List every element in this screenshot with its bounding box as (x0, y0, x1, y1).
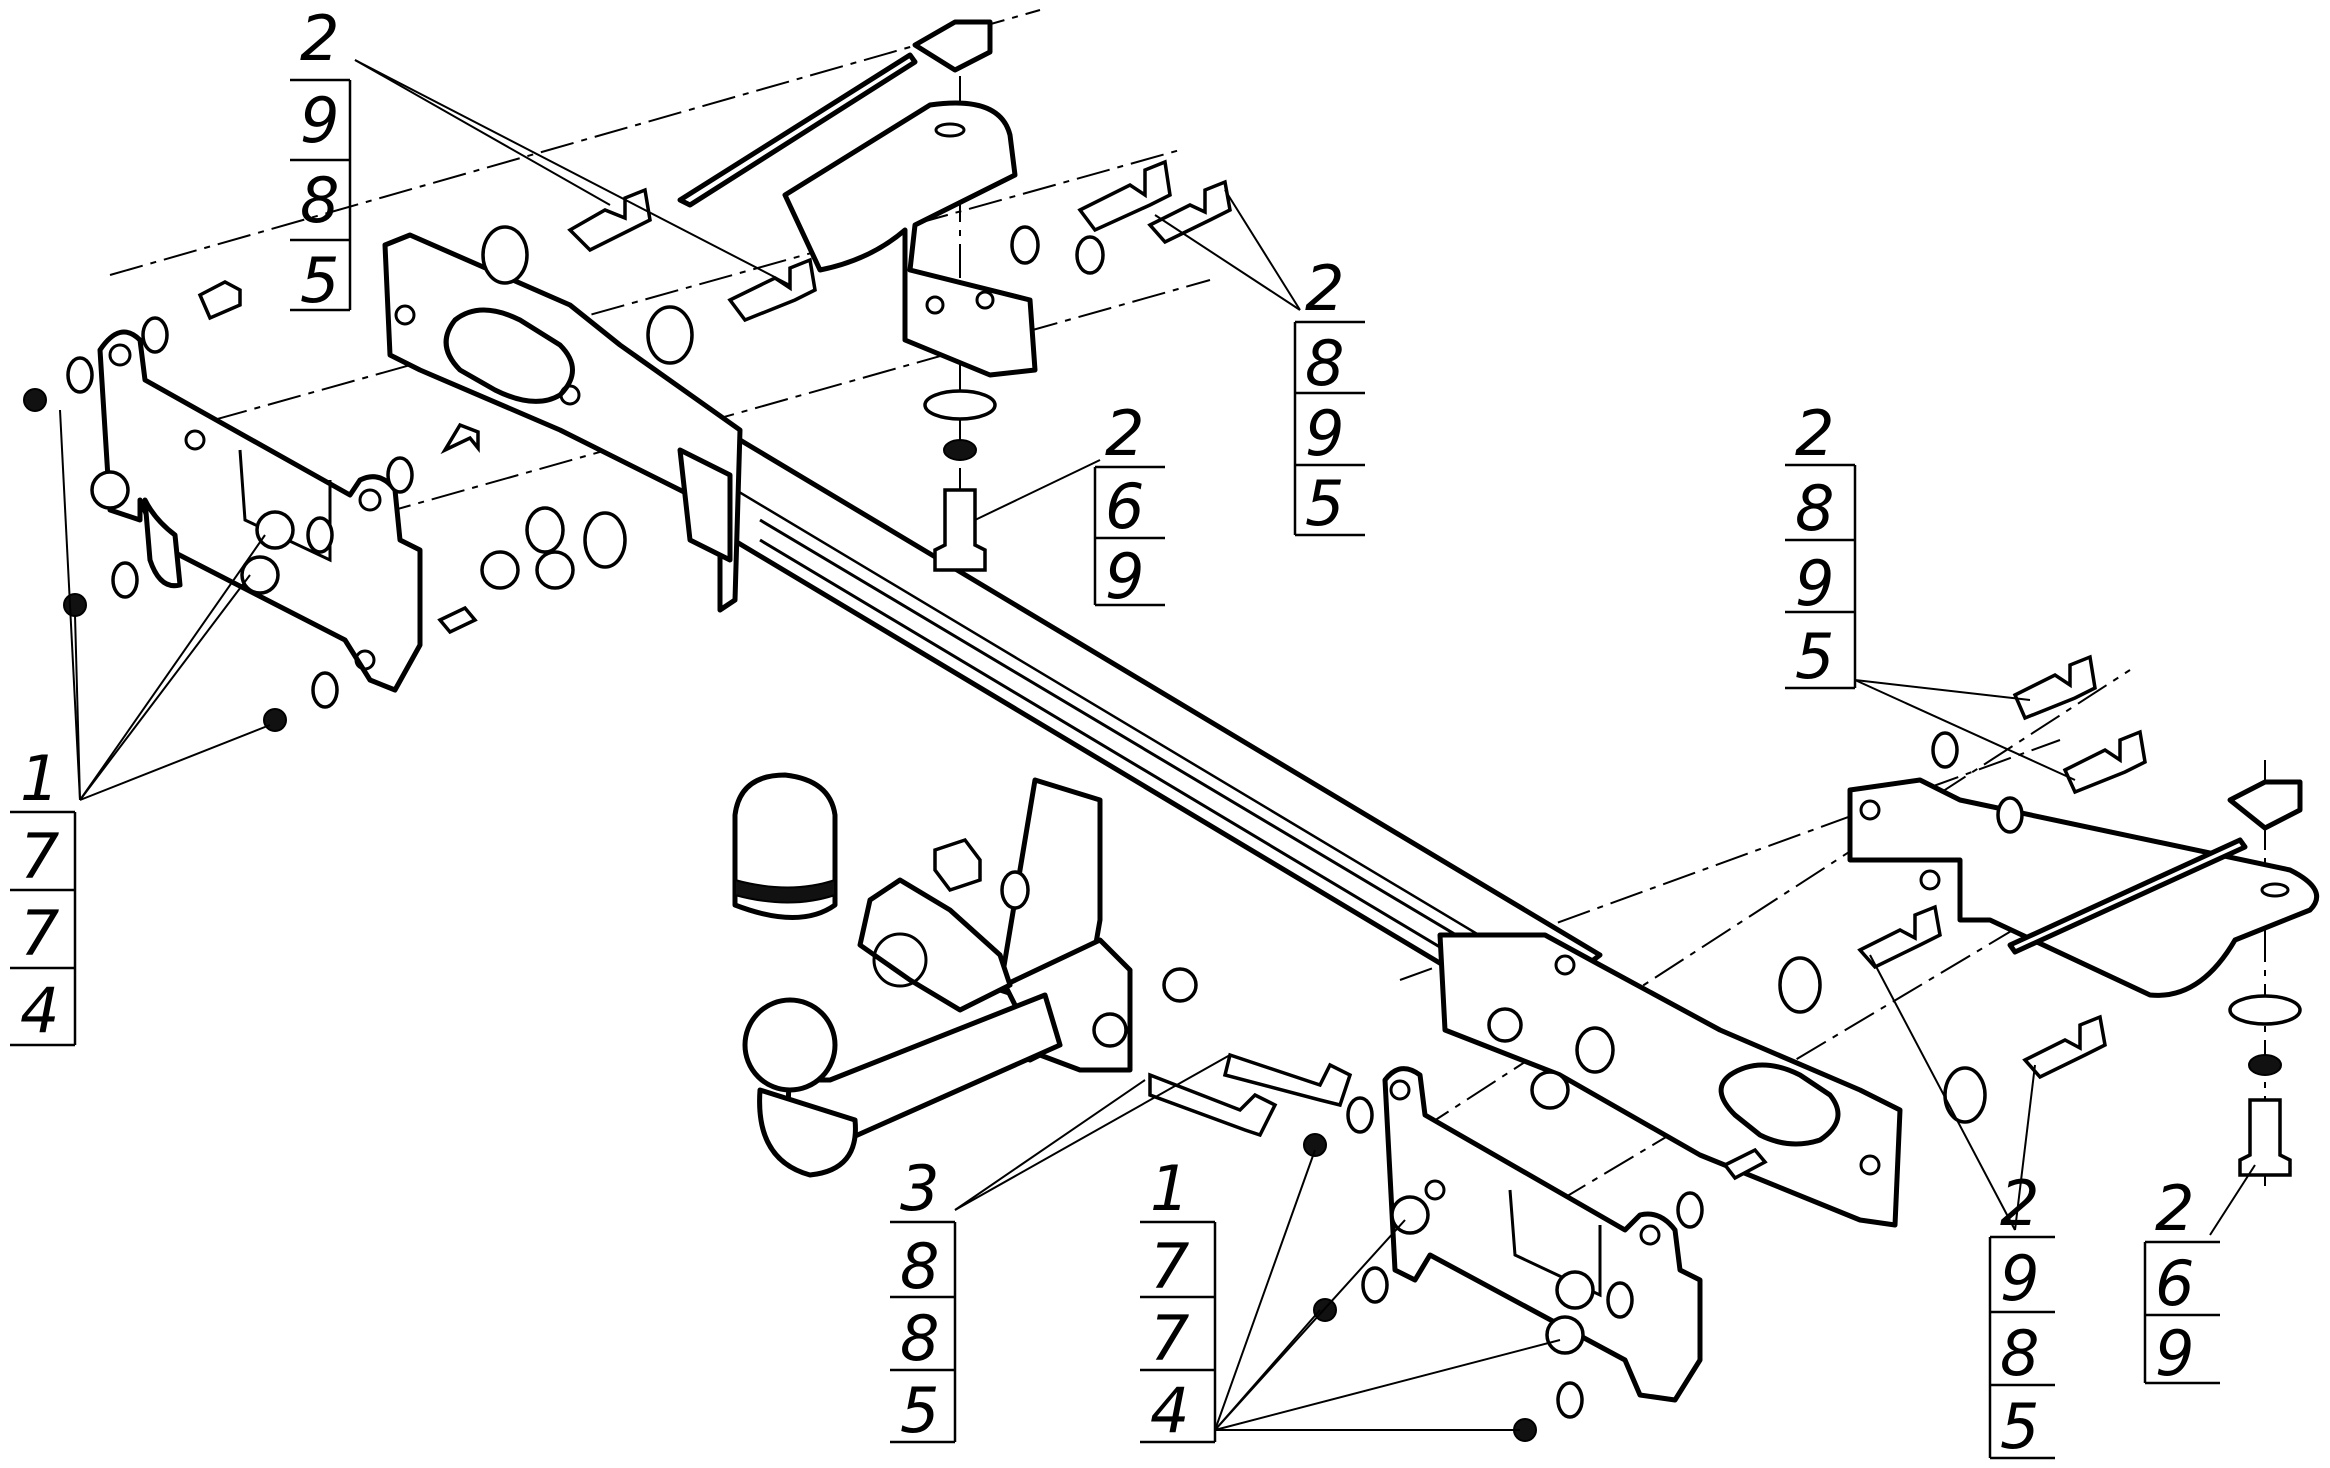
callout-bottom-mid-left: 3 8 8 5 (890, 1152, 957, 1447)
callout-number: 8 (900, 1230, 939, 1303)
callout-number: 6 (2155, 1247, 2194, 1320)
callout-number: 7 (1150, 1302, 1189, 1375)
callout-number: 4 (20, 974, 59, 1047)
hardware (23, 159, 2302, 1442)
callout-number: 9 (2000, 1242, 2039, 1315)
callout-number: 2 (1105, 397, 1144, 470)
callout-number: 3 (900, 1152, 939, 1225)
callout-number: 2 (2000, 1167, 2039, 1240)
callout-number: 7 (20, 897, 59, 970)
callout-number: 6 (1105, 470, 1144, 543)
callout-number: 5 (300, 244, 339, 317)
callout-number: 8 (300, 164, 339, 237)
callout-left: 1 7 7 4 (10, 742, 77, 1047)
top-hanger-bracket (677, 19, 1038, 378)
callout-number: 7 (1150, 1230, 1189, 1303)
callout-number: 5 (1305, 467, 1344, 540)
right-mounting-plate (1437, 932, 1903, 1228)
right-top-bracket (1847, 777, 2320, 998)
callout-number: 5 (900, 1374, 939, 1447)
callout-number: 2 (300, 2, 339, 75)
tow-ball-assembly (742, 777, 1133, 1178)
callout-number: 5 (1795, 620, 1834, 693)
callout-right-upper: 2 8 9 5 (1785, 397, 1857, 693)
callout-number: 9 (1795, 547, 1834, 620)
leader-lines (59, 59, 2256, 1431)
callout-bottom-right: 2 9 8 5 (1988, 1167, 2055, 1463)
callout-number: 4 (1150, 1374, 1189, 1447)
callout-number: 9 (2155, 1317, 2194, 1390)
callout-number: 2 (1305, 252, 1344, 325)
callout-right-bolt: 2 6 9 (2143, 1172, 2220, 1390)
ball-cap (732, 772, 838, 920)
left-side-bracket (97, 329, 423, 693)
callout-number: 8 (1795, 472, 1834, 545)
callout-top-center-right: 2 8 9 5 (1293, 252, 1365, 540)
callout-number: 5 (2000, 1390, 2039, 1463)
callout-center-bolt: 2 6 9 (1093, 397, 1165, 613)
callout-number: 9 (300, 84, 339, 157)
callout-number: 1 (20, 742, 59, 815)
callout-number: 1 (1150, 1152, 1189, 1225)
left-mounting-plate (382, 232, 743, 613)
callout-number: 2 (2155, 1172, 2194, 1245)
callout-number: 7 (20, 820, 59, 893)
callout-number: 8 (2000, 1317, 2039, 1390)
callout-number: 8 (1305, 327, 1344, 400)
callout-number: 9 (1305, 397, 1344, 470)
callout-number: 8 (900, 1302, 939, 1375)
callout-number: 2 (1795, 397, 1834, 470)
callout-number: 9 (1105, 540, 1144, 613)
callout-bottom-mid: 1 7 7 4 (1140, 1152, 1217, 1447)
callout-top-left: 2 9 8 5 (290, 2, 352, 317)
center-axis-lines (109, 9, 2266, 1261)
